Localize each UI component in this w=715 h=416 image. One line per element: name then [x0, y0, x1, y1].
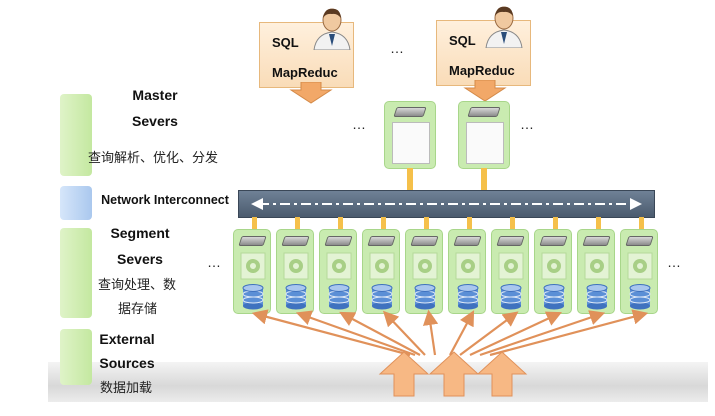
segment-server-node	[620, 229, 658, 314]
segment-connectors	[252, 217, 644, 233]
master-connectors	[407, 168, 487, 192]
client-ellipsis: …	[390, 40, 405, 56]
client-box-2: SQL MapReduc	[436, 20, 531, 86]
gear-icon	[326, 252, 352, 280]
segment-server-node	[319, 229, 357, 314]
database-icon	[543, 284, 565, 310]
gear-icon	[369, 252, 395, 280]
database-icon	[371, 284, 393, 310]
database-icon	[328, 284, 350, 310]
master-legend-title-1: Master	[132, 87, 178, 103]
segment-server-node	[233, 229, 271, 314]
external-legend-desc: 数据加载	[100, 380, 153, 395]
segment-legend-desc-1: 查询处理、数	[98, 277, 177, 292]
external-legend-title-2: Sources	[99, 355, 155, 371]
segment-server-node	[534, 229, 572, 314]
database-icon	[457, 284, 479, 310]
master-legend-desc: 查询解析、优化、分发	[88, 150, 219, 165]
gear-icon	[541, 252, 567, 280]
gear-icon	[455, 252, 481, 280]
gear-icon	[498, 252, 524, 280]
database-icon	[285, 284, 307, 310]
gear-icon	[584, 252, 610, 280]
master-legend-swatch	[60, 94, 92, 176]
segment-server-node	[491, 229, 529, 314]
database-icon	[414, 284, 436, 310]
query-plan-icon	[392, 122, 430, 164]
client-engine-label: MapReduc	[449, 63, 515, 78]
client-down-arrow-1	[289, 82, 333, 104]
segment-server-node	[405, 229, 443, 314]
segment-legend-desc-2: 据存储	[118, 301, 158, 316]
client-query-label: SQL	[272, 35, 299, 50]
database-icon	[586, 284, 608, 310]
database-icon	[629, 284, 651, 310]
segment-server-node	[276, 229, 314, 314]
segment-ellipsis-right: …	[667, 254, 682, 270]
network-legend-title: Network Interconnect	[101, 193, 229, 207]
segment-server-node	[362, 229, 400, 314]
gear-icon	[283, 252, 309, 280]
query-plan-icon	[466, 122, 504, 164]
master-server-node	[458, 101, 510, 169]
segment-server-node	[448, 229, 486, 314]
client-query-label: SQL	[449, 33, 476, 48]
segment-legend-title-2: Severs	[117, 251, 163, 267]
network-legend-swatch	[60, 186, 92, 220]
floor-shadow	[48, 362, 708, 402]
master-ellipsis-left: …	[352, 116, 367, 132]
master-ellipsis-right: …	[520, 116, 535, 132]
external-legend-title-1: External	[99, 331, 155, 347]
gear-icon	[240, 252, 266, 280]
external-legend-swatch	[60, 329, 92, 385]
client-down-arrow-2	[463, 80, 507, 102]
network-interconnect-bar	[238, 190, 655, 218]
client-engine-label: MapReduc	[272, 65, 338, 80]
database-icon	[500, 284, 522, 310]
user-icon	[313, 8, 351, 50]
gear-icon	[412, 252, 438, 280]
master-server-node	[384, 101, 436, 169]
segment-server-node	[577, 229, 615, 314]
gear-icon	[627, 252, 653, 280]
segment-legend-swatch	[60, 228, 92, 318]
segment-legend-title-1: Segment	[110, 225, 170, 241]
user-icon	[485, 6, 523, 48]
master-legend-title-2: Severs	[132, 113, 178, 129]
database-icon	[242, 284, 264, 310]
segment-ellipsis-left: …	[207, 254, 222, 270]
